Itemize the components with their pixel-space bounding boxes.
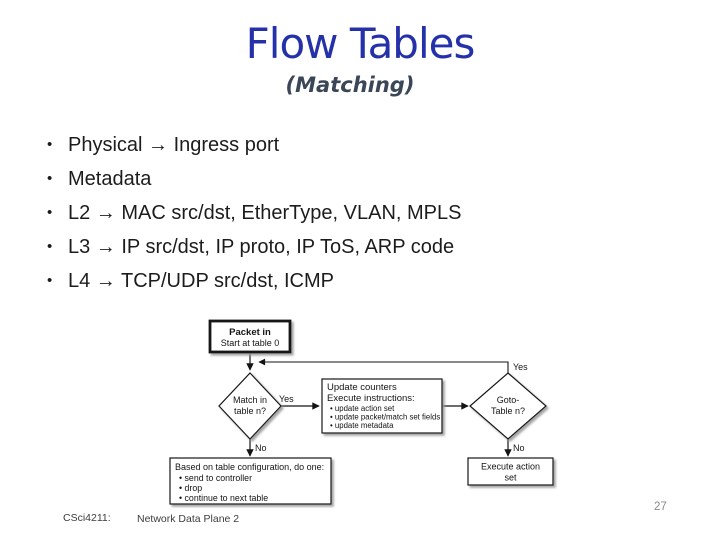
bullet-icon: • (47, 204, 53, 221)
match-diamond (218, 372, 282, 440)
config-box (169, 457, 332, 505)
goto-diamond-line2: Table n? (491, 406, 525, 416)
bullet-list: • Physical → Ingress port • Metadata • L… (47, 128, 647, 298)
bullet-text: L4 → TCP/UDP src/dst, ICMP (68, 270, 334, 292)
goto-diamond (469, 372, 547, 440)
match-diamond-line2: table n? (234, 406, 266, 416)
config-box-item: • continue to next table (179, 493, 268, 503)
bullet-text: Physical → Ingress port (68, 134, 280, 156)
bullet-text: L2 → MAC src/dst, EtherType, VLAN, MPLS (68, 202, 462, 224)
update-box-item: • update action set (330, 404, 395, 413)
bullet-icon: • (47, 238, 53, 255)
goto-diamond-line1: Goto- (497, 395, 520, 405)
bullet-icon: • (47, 170, 53, 187)
label-match-yes: Yes (279, 394, 294, 404)
bullet-text: Metadata (68, 168, 152, 190)
bullet-icon: • (47, 136, 53, 153)
label-goto-no: No (513, 443, 525, 453)
config-box-item: • drop (179, 483, 202, 493)
execute-box-line1: Execute action (481, 462, 540, 472)
config-box-item: • send to controller (179, 473, 252, 483)
match-diamond-line1: Match in (233, 395, 267, 405)
list-item: • Metadata (47, 162, 647, 196)
bullet-icon: • (47, 272, 53, 289)
update-box-line2: Execute instructions: (327, 393, 415, 404)
list-item: • L3 → IP src/dst, IP proto, IP ToS, ARP… (47, 230, 647, 264)
list-item: • L4 → TCP/UDP src/dst, ICMP (47, 264, 647, 298)
start-box (208, 319, 292, 354)
execute-box-line2: set (504, 473, 517, 483)
execute-box (467, 457, 554, 486)
arrow-goto-yes-loop (258, 358, 509, 374)
label-match-no: No (255, 443, 267, 453)
update-box (321, 378, 443, 434)
start-box-line2: Start at table 0 (221, 338, 280, 348)
update-box-line1: Update counters (327, 382, 397, 393)
page-title: Flow Tables (245, 19, 476, 68)
start-box-line1: Packet in (229, 327, 271, 338)
flowchart-svg: Packet in Start at table 0 Match in tabl… (169, 319, 554, 505)
list-item: • L2 → MAC src/dst, EtherType, VLAN, MPL… (47, 196, 647, 230)
list-item: • Physical → Ingress port (47, 128, 647, 162)
page-subtitle: (Matching) (285, 73, 415, 97)
flowchart-diagram: Packet in Start at table 0 Match in tabl… (160, 312, 560, 508)
footer-lesson-label: Network Data Plane 2 (137, 513, 240, 525)
update-box-item: • update packet/match set fields (330, 413, 440, 422)
config-box-line1: Based on table configuration, do one: (175, 462, 324, 472)
page-number: 27 (654, 501, 667, 513)
update-box-item: • update metadata (330, 421, 394, 430)
bullet-text: L3 → IP src/dst, IP proto, IP ToS, ARP c… (68, 236, 455, 258)
label-goto-yes: Yes (513, 362, 528, 372)
footer-course-label: CSci4211: (63, 512, 111, 524)
